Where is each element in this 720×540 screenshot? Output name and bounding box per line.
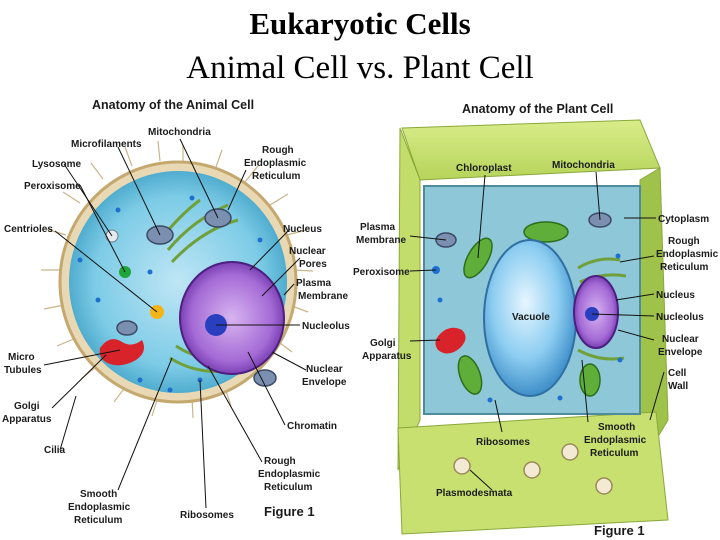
animal-nucleus xyxy=(180,262,284,374)
plant-wall-right xyxy=(640,168,668,440)
animal-label-rough-er-b-3: Reticulum xyxy=(264,482,312,493)
plant-label-plasma-membrane-2: Membrane xyxy=(356,235,406,246)
animal-cell: Anatomy of the Animal Cell xyxy=(2,98,350,526)
plant-label-vacuole: Vacuole xyxy=(512,312,550,323)
animal-label-nuclear-pores-1: Nuclear xyxy=(289,246,326,257)
plant-label-golgi-2: Apparatus xyxy=(362,351,412,362)
animal-label-centrioles: Centrioles xyxy=(4,224,53,235)
animal-label-nuclear-envelope-1: Nuclear xyxy=(306,364,343,375)
plant-label-nucleolus: Nucleolus xyxy=(656,312,704,323)
animal-label-cilia: Cilia xyxy=(44,445,66,456)
animal-label-peroxisome: Peroxisome xyxy=(24,181,81,192)
animal-label-micro-tubules-1: Micro xyxy=(8,352,35,363)
animal-label-rough-er-b-1: Rough xyxy=(264,456,296,467)
animal-label-nuclear-pores-2: Pores xyxy=(299,259,327,270)
plant-label-rough-er-2: Endoplasmic xyxy=(656,249,719,260)
animal-label-smooth-er-3: Reticulum xyxy=(74,515,122,526)
animal-label-plasma-membrane-2: Membrane xyxy=(298,291,348,302)
plant-label-cytoplasm: Cytoplasm xyxy=(658,214,709,225)
plant-label-smooth-er-2: Endoplasmic xyxy=(584,435,647,446)
plant-label-mitochondria: Mitochondria xyxy=(552,160,615,171)
plant-label-plasmodesmata: Plasmodesmata xyxy=(436,488,513,499)
animal-label-rough-er-2: Endoplasmic xyxy=(244,158,307,169)
plant-label-plasma-membrane-1: Plasma xyxy=(360,222,395,233)
animal-label-mitochondria: Mitochondria xyxy=(148,127,211,138)
animal-label-plasma-membrane-1: Plasma xyxy=(296,278,331,289)
plant-label-chloroplast: Chloroplast xyxy=(456,163,512,174)
animal-label-nuclear-envelope-2: Envelope xyxy=(302,377,347,388)
plant-label-nucleus: Nucleus xyxy=(656,290,695,301)
plant-label-golgi-1: Golgi xyxy=(370,338,396,349)
plant-wall-top xyxy=(402,120,660,180)
animal-label-nucleolus: Nucleolus xyxy=(302,321,350,332)
plant-heading: Anatomy of the Plant Cell xyxy=(462,102,613,116)
animal-label-rough-er-b-2: Endoplasmic xyxy=(258,469,321,480)
animal-label-lysosome: Lysosome xyxy=(32,159,82,170)
animal-label-smooth-er-2: Endoplasmic xyxy=(68,502,131,513)
plant-label-smooth-er-1: Smooth xyxy=(598,422,635,433)
animal-label-rough-er-1: Rough xyxy=(262,145,294,156)
animal-label-golgi-2: Apparatus xyxy=(2,414,52,425)
animal-label-nucleus: Nucleus xyxy=(283,224,322,235)
animal-label-golgi-1: Golgi xyxy=(14,401,40,412)
animal-label-micro-tubules-2: Tubules xyxy=(4,365,42,376)
plant-label-cell-wall-2: Wall xyxy=(668,381,688,392)
plant-label-rough-er-1: Rough xyxy=(668,236,700,247)
plant-label-peroxisome: Peroxisome xyxy=(353,267,410,278)
plant-label-ribosomes: Ribosomes xyxy=(476,437,530,448)
animal-label-microfilaments: Microfilaments xyxy=(71,139,142,150)
animal-label-smooth-er-1: Smooth xyxy=(80,489,117,500)
animal-heading: Anatomy of the Animal Cell xyxy=(92,98,254,112)
plant-label-nuclear-envelope-1: Nuclear xyxy=(662,334,699,345)
plant-figure-caption: Figure 1 xyxy=(594,523,645,538)
plant-label-rough-er-3: Reticulum xyxy=(660,262,708,273)
animal-figure-caption: Figure 1 xyxy=(264,504,315,519)
animal-label-ribosomes: Ribosomes xyxy=(180,510,234,521)
plant-label-nuclear-envelope-2: Envelope xyxy=(658,347,703,358)
plant-wall-left xyxy=(398,128,420,470)
plant-cell: Anatomy of the Plant Cell xyxy=(353,102,719,538)
animal-label-chromatin: Chromatin xyxy=(287,421,337,432)
animal-label-rough-er-3: Reticulum xyxy=(252,171,300,182)
plant-label-smooth-er-3: Reticulum xyxy=(590,448,638,459)
plant-label-cell-wall-1: Cell xyxy=(668,368,687,379)
